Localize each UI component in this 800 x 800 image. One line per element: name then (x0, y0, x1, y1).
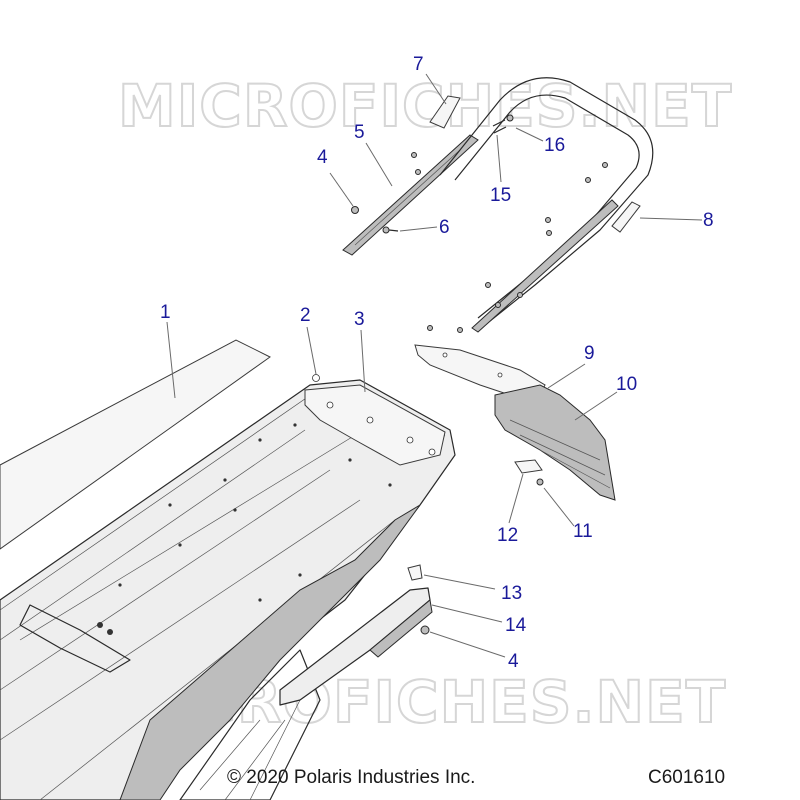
callout-15: 15 (490, 185, 511, 206)
callout-16: 16 (544, 135, 565, 156)
part-6-screw (382, 226, 399, 234)
bolt (545, 217, 551, 223)
rear-bumper-loop (439, 77, 654, 333)
part-10-snowflap (494, 384, 616, 501)
part-12-plate (514, 459, 543, 474)
callout-6: 6 (439, 217, 450, 238)
callout-9: 9 (584, 343, 595, 364)
callout-8: 8 (703, 210, 714, 231)
callout-5: 5 (354, 122, 365, 143)
bolt (585, 177, 591, 183)
bolt (411, 152, 417, 158)
bolt (546, 230, 552, 236)
callout-4-upper: 4 (317, 147, 328, 168)
copyright-text: © 2020 Polaris Industries Inc. (227, 767, 475, 788)
part-16-nut (506, 114, 514, 122)
leader-lines (166, 73, 703, 658)
part-7-cap (429, 95, 461, 129)
callout-3: 3 (354, 309, 365, 330)
part-15-bolt (492, 119, 507, 134)
callout-4-lower: 4 (508, 651, 519, 672)
callout-14: 14 (505, 615, 527, 636)
part-14-rail (279, 587, 433, 706)
callout-10: 10 (616, 374, 637, 395)
bolt (495, 302, 501, 308)
part-4-nut-lower (420, 625, 430, 635)
part-11-bolt (536, 478, 544, 486)
callout-7: 7 (413, 54, 424, 75)
diagram-code: C601610 (648, 767, 725, 788)
bolt (415, 169, 421, 175)
part-13-stop (407, 564, 423, 581)
bolt (427, 325, 433, 331)
part-8-cap (611, 201, 641, 233)
callout-12: 12 (497, 525, 518, 546)
callout-13: 13 (501, 583, 522, 604)
callout-2: 2 (300, 305, 311, 326)
part-1-strip (0, 339, 271, 550)
callout-11: 11 (573, 521, 593, 542)
watermark-top: MICROFICHES.NET (118, 72, 732, 140)
part-3-chassis (0, 379, 456, 800)
part-2-fastener (312, 374, 320, 382)
part-4-nut-upper (351, 206, 359, 214)
bolt (602, 162, 608, 168)
bolt (485, 282, 491, 288)
callout-1: 1 (160, 302, 171, 323)
bolt (457, 327, 463, 333)
part-9-bracket (414, 344, 546, 396)
part-5-plate (342, 134, 479, 256)
